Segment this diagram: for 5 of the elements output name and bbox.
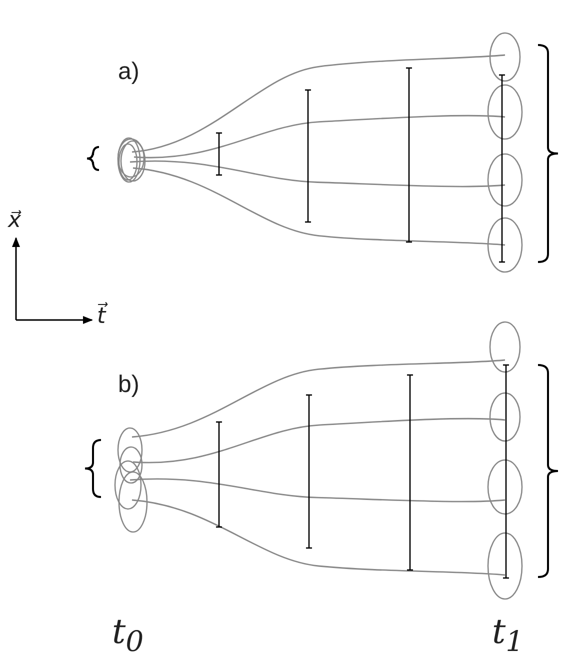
- time-label: t$_{0}$: [112, 615, 144, 655]
- panel-label: b): [118, 373, 140, 397]
- time-label: t$_{1}$: [492, 615, 524, 655]
- panel-label: a): [118, 60, 140, 84]
- axis-label: x⃗: [8, 210, 22, 232]
